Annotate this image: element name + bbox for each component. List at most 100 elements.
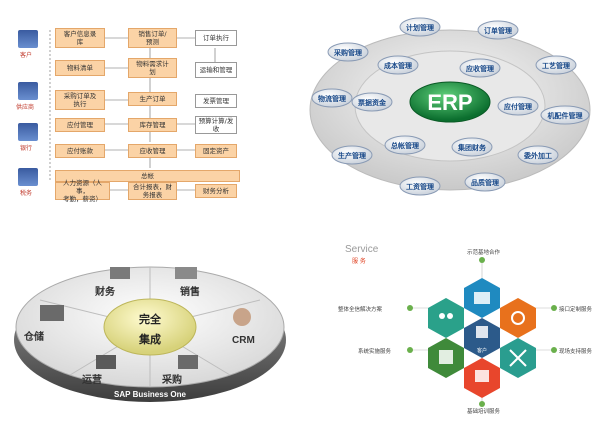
role-label-supplier: 供应商: [16, 104, 35, 111]
service-subtitle: 服 务: [352, 258, 366, 265]
erp-outer-node: 采购管理: [327, 42, 369, 62]
flow-box-budget: 预算计算/发 收: [195, 116, 237, 134]
erp-inner-node: 应付管理: [497, 96, 539, 116]
flow-box-purchase: 采购订单及 执行: [55, 90, 105, 110]
service-item-demo-base: 示范基地合作: [467, 250, 501, 256]
svg-text:票据资金: 票据资金: [357, 98, 387, 107]
erp-outer-node: 工艺管理: [535, 55, 577, 75]
cart-icon: [178, 355, 198, 369]
service-center-label: 客户: [477, 347, 487, 354]
flow-box-transport: 运输和管理: [195, 62, 237, 78]
hex-lower-right: [500, 338, 536, 378]
erp-inner-node: 成本管理: [377, 55, 419, 75]
flow-box-order-exec: 订单执行: [195, 30, 237, 46]
flow-box-production: 生产订单: [128, 92, 177, 106]
svg-text:成本管理: 成本管理: [384, 61, 412, 70]
role-label-tax: 税务: [20, 190, 33, 197]
erp-outer-node: 品质管理: [464, 172, 506, 192]
erp-outer-node: 委外加工: [517, 145, 559, 165]
computer-icon: [96, 355, 116, 369]
sap-center-disc: [103, 298, 197, 356]
svg-text:品质管理: 品质管理: [471, 178, 499, 187]
svg-text:总帐管理: 总帐管理: [391, 141, 419, 150]
svg-text:应收管理: 应收管理: [466, 64, 494, 73]
flow-box-fixed-assets: 固定资产: [195, 144, 237, 158]
flow-box-bom: 物料清单: [55, 60, 105, 76]
flow-box-inventory: 库存管理: [128, 118, 177, 132]
service-item-solution: 整体全信解决方案: [338, 307, 383, 313]
role-label-bank: 银行: [20, 145, 33, 152]
sap-center-line2: 集成: [138, 332, 161, 346]
hex-center: [464, 318, 500, 358]
connector-dot: [407, 305, 413, 311]
bank-avatar: [18, 123, 38, 141]
svg-text:工资管理: 工资管理: [406, 182, 434, 191]
svg-text:生产管理: 生产管理: [338, 151, 366, 160]
erp-outer-node: 工资管理: [399, 176, 441, 196]
service-item-training: 基础培训服务: [467, 409, 501, 415]
flow-box-ledger: 总帐: [55, 170, 240, 182]
customer-avatar: [18, 30, 38, 48]
erp-diagram: ERP 成本管理 应收管理 票据资金 应付管理 总帐管理 集团财务 计划管理 订…: [309, 17, 591, 196]
sap-diagram: 完全 集成 财务 销售 仓储 CRM 运营 采购 SAP Business On…: [14, 266, 286, 402]
sap-center-line1: 完全: [139, 312, 162, 326]
erp-center-disc: [409, 81, 491, 123]
supplier-avatar: [18, 82, 38, 100]
connector-dot: [407, 347, 413, 353]
warehouse-icon: [40, 305, 64, 321]
hex-bottom: [464, 358, 500, 398]
flow-box-invoice: 发票管理: [195, 94, 237, 108]
svg-text:工艺管理: 工艺管理: [542, 61, 570, 70]
flow-box-mrp: 物料需求计 划: [128, 58, 177, 78]
handshake-icon: [175, 267, 197, 279]
svg-text:订单管理: 订单管理: [484, 26, 512, 35]
sap-base-label: SAP Business One: [114, 390, 186, 399]
svg-text:计划管理: 计划管理: [406, 23, 434, 32]
connector-dot: [479, 401, 485, 407]
service-title: Service: [345, 244, 379, 255]
flow-chart-panel: 客户 供应商 银行 税务 客户信息录 库 销售订单/ 预测 订单执行 物料清单 …: [10, 20, 280, 205]
svg-text:采购管理: 采购管理: [333, 48, 362, 57]
sap-segment-sales: 销售: [180, 285, 200, 298]
erp-inner-node: 应收管理: [459, 58, 501, 78]
sap-segment-crm: CRM: [232, 335, 255, 346]
role-label-customer: 客户: [20, 52, 33, 59]
erp-inner-node: 总帐管理: [384, 135, 426, 155]
sap-segment-warehouse: 仓储: [23, 330, 44, 343]
erp-outer-node: 订单管理: [477, 20, 519, 40]
hex-lower-left: [428, 338, 464, 378]
service-item-implementation: 系统实施服务: [358, 349, 392, 355]
agent-avatar-icon: [233, 308, 251, 326]
flow-box-payables: 应付管理: [55, 118, 105, 132]
erp-center-label: ERP: [427, 90, 472, 115]
flow-box-sales-order: 销售订单/ 预测: [128, 28, 177, 48]
hex-top: [464, 278, 500, 318]
erp-outer-node: 物流管理: [311, 88, 353, 108]
service-item-onsite: 现场支持服务: [559, 349, 593, 355]
flow-box-fin-analysis: 财务分析: [195, 184, 237, 198]
service-hexagons: 客户: [407, 257, 557, 407]
erp-inner-node: 集团财务: [451, 137, 493, 157]
erp-inner-node: 票据资金: [351, 92, 393, 112]
flow-box-hr: 人力资源（人事， 考勤，薪资）: [55, 179, 110, 203]
sap-segment-operations: 运营: [82, 373, 102, 386]
connector-dot: [551, 347, 557, 353]
erp-outer-node: 生产管理: [331, 145, 373, 165]
erp-panel: ERP 成本管理 应收管理 票据资金 应付管理 总帐管理 集团财务 计划管理 订…: [300, 10, 600, 200]
hex-right: [500, 298, 536, 338]
sap-panel: 完全 集成 财务 销售 仓储 CRM 运营 采购 SAP Business On…: [10, 245, 290, 415]
svg-text:集团财务: 集团财务: [457, 143, 487, 152]
svg-text:物流管理: 物流管理: [318, 94, 346, 103]
erp-outer-node: 机配件管理: [540, 105, 590, 125]
hex-left: [428, 298, 464, 338]
flow-box-customer-info: 客户信息录 库: [55, 28, 105, 48]
connector-dot: [551, 305, 557, 311]
flow-box-receivable: 应收管理: [128, 144, 177, 158]
connector-dot: [479, 257, 485, 263]
svg-text:委外加工: 委外加工: [523, 151, 552, 160]
flow-box-accounts-payable: 应付账款: [55, 144, 105, 158]
erp-outer-node: 计划管理: [399, 17, 441, 37]
service-item-interface: 接口定制服务: [559, 307, 593, 313]
flow-box-reports: 合计报表，财 务报表: [128, 182, 177, 200]
tax-avatar: [18, 168, 38, 186]
